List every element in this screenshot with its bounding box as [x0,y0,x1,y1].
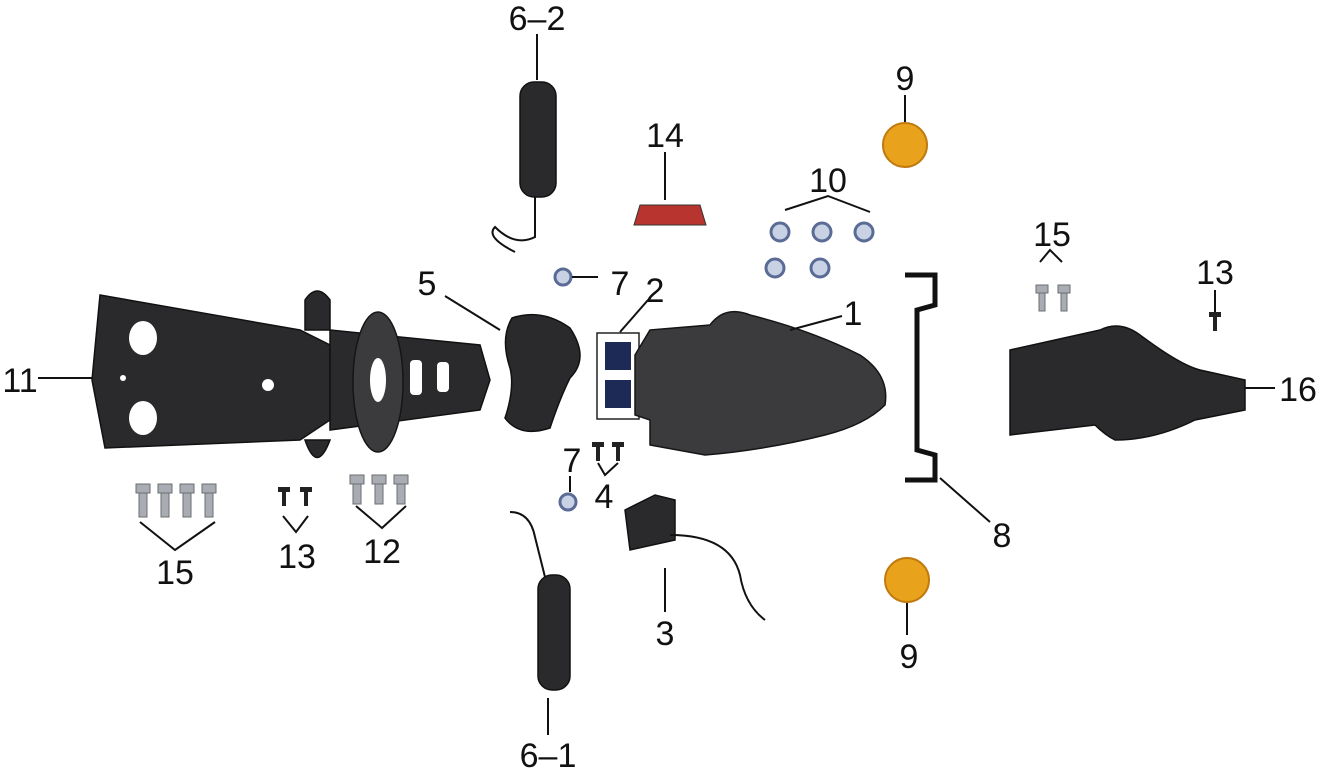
label-15-right: 15 [1033,216,1071,254]
label-7-top: 7 [611,265,630,303]
part-7-nut-top [553,267,573,287]
label-15-left: 15 [156,554,194,592]
label-5: 5 [418,265,437,303]
label-4: 4 [595,478,614,516]
label-13-right: 13 [1196,254,1234,292]
label-11: 11 [2,362,37,400]
part-15-bolts-right [1035,284,1071,312]
label-2: 2 [646,272,665,310]
label-3: 3 [656,615,675,653]
label-7-bottom: 7 [563,442,582,480]
part-12-bolts [349,474,409,505]
part-7-nut-bottom [558,492,578,512]
part-15-bolts-left [135,483,217,518]
label-13-left: 13 [278,538,316,576]
part-5-cover [504,313,581,433]
label-16: 16 [1279,371,1317,409]
part-14-red-reflector [633,204,707,226]
part-9-amber-reflector-top [882,122,928,168]
label-10: 10 [809,162,847,200]
part-1-rear-fender [634,310,887,456]
part-6-2-turn-signal [491,81,557,253]
label-9-top: 9 [896,60,915,98]
part-10-nuts [764,221,875,279]
label-12: 12 [363,533,401,571]
part-11-rear-bracket [91,290,491,459]
label-1: 1 [844,295,863,333]
leader-lines [38,34,1275,735]
part-8-bracket [905,272,938,483]
part-6-1-turn-signal [509,511,571,691]
part-2-label-plates [596,332,640,420]
label-6-2: 6–2 [509,0,566,38]
part-13-screws [278,312,1221,506]
label-14: 14 [646,117,684,155]
label-9-bottom: 9 [900,638,919,676]
part-3-license-light [624,494,766,621]
part-9-amber-reflector-bottom [884,557,930,603]
part-4-screws [592,442,624,461]
label-8: 8 [993,517,1012,555]
part-16-mudguard [1009,325,1246,441]
label-6-1: 6–1 [520,737,577,771]
